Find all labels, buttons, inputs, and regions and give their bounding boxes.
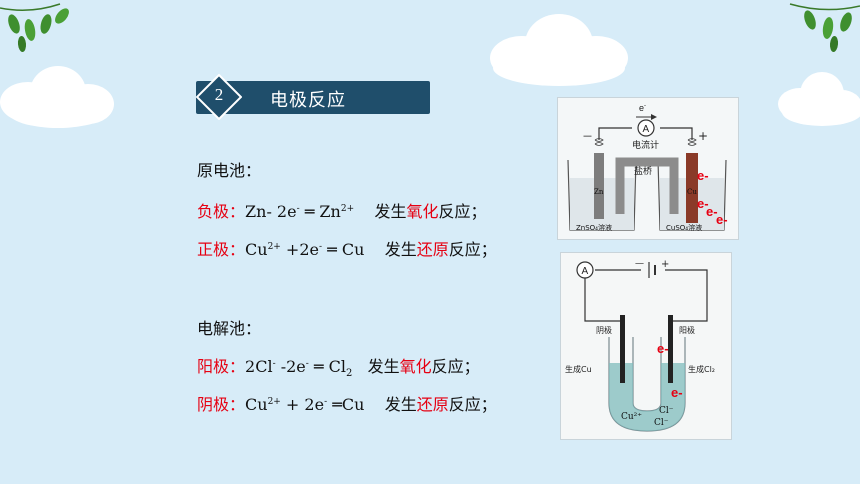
zinc-sulfate-label: ZnSO₄溶液 (576, 223, 612, 232)
electron-marker: e- (716, 212, 728, 227)
zinc-electrode-label: Zn (594, 188, 604, 196)
galvanic-cell-figure: A e- 电流计 － + 盐桥 Zn Cu ZnSO₄溶液 CuSO₄溶液 e-… (557, 97, 739, 240)
galvanic-title: 原电池： (197, 161, 262, 180)
electrolytic-anode-line: 阳极：2Cl- -2e- ═ Cl2 发生氧化反应； (197, 357, 480, 380)
cloud-left-decoration (0, 66, 114, 128)
anode-label: 阳极： (197, 357, 246, 376)
electrolytic-cathode-line: 阴极：Cu2+ + 2e- ═Cu 发生还原反应； (197, 395, 497, 414)
chlorine-product-label: 生成Cl₂ (688, 364, 715, 374)
galvanic-ammeter-label: A (643, 124, 650, 135)
electron-marker: e- (697, 168, 709, 183)
electrolytic-plus-sign: + (661, 259, 669, 270)
section-number-diamond (196, 74, 242, 120)
galvanic-negative-line: 负极：Zn- 2e- ═ Zn2+ 发生氧化反应； (197, 202, 487, 221)
copper-ion-label: Cu²⁺ (621, 412, 642, 422)
section-number: 2 (214, 85, 224, 104)
reduction-highlight: 还原 (416, 240, 449, 259)
section-title: 电极反应 (270, 90, 346, 111)
copper-electrode-label: Cu (687, 188, 697, 196)
reduction-highlight: 还原 (416, 395, 449, 414)
electrolytic-cell-figure: A — + 阴极 阳极 生成Cu 生成Cl₂ Cu²⁺ Cl⁻ Cl⁻ e- e… (560, 252, 732, 440)
cathode-label: 阴极： (197, 395, 246, 414)
cloud-top-center-decoration (490, 14, 628, 86)
galvanic-positive-line: 正极：Cu2+ +2e- ═ Cu 发生还原反应； (197, 240, 497, 259)
cloud-right-decoration (778, 72, 860, 126)
electrolytic-title: 电解池： (197, 319, 262, 338)
cathode-caption: 阴极 (596, 325, 612, 335)
galvanic-minus-sign: － (582, 130, 593, 143)
electron-marker: e- (671, 385, 683, 400)
electrolytic-minus-sign: — (635, 259, 644, 269)
anode-caption: 阳极 (679, 325, 695, 335)
electron-marker: e- (706, 204, 718, 219)
galvanic-cell-diagram: A e- 电流计 － + 盐桥 Zn Cu ZnSO₄溶液 CuSO₄溶液 e-… (567, 103, 728, 232)
copper-sulfate-label: CuSO₄溶液 (666, 223, 702, 232)
electrolytic-ammeter-label: A (582, 266, 589, 277)
electron-marker: e- (697, 196, 709, 211)
electrolytic-cell-diagram: A — + 阴极 阳极 生成Cu 生成Cl₂ Cu²⁺ Cl⁻ Cl⁻ e- e… (565, 259, 715, 432)
ammeter-caption: 电流计 (632, 139, 659, 151)
leaf-branch-left-decoration (0, 3, 69, 52)
negative-electrode-label: 负极： (197, 202, 246, 221)
galvanic-plus-sign: + (698, 129, 708, 143)
electron-flow-label: e- (639, 103, 646, 113)
chloride-ion-label: Cl⁻ (654, 418, 669, 428)
oxidation-highlight: 氧化 (399, 357, 432, 376)
leaf-branch-right-decoration (789, 3, 860, 52)
chloride-ion-label: Cl⁻ (659, 406, 674, 416)
electron-marker: e- (657, 341, 669, 356)
positive-electrode-label: 正极： (197, 240, 246, 259)
copper-deposit-label: 生成Cu (565, 364, 592, 374)
salt-bridge-label: 盐桥 (634, 165, 652, 177)
oxidation-highlight: 氧化 (406, 202, 439, 221)
